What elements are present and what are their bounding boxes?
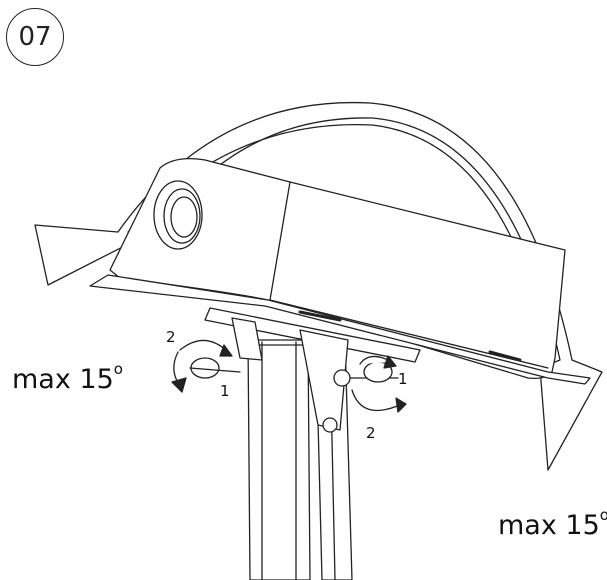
lens-icon [153, 180, 203, 250]
left-knob-rotate-icon [171, 339, 241, 393]
step-number-text: 07 [18, 22, 52, 52]
max-angle-left-text: max 15 [12, 364, 114, 395]
projector-body [89, 157, 591, 385]
max-angle-left: max 15o [12, 360, 123, 395]
right-knob-rotate-icon [333, 355, 407, 413]
left-knob-step-1: 1 [220, 382, 230, 400]
mount-bracket [204, 307, 421, 433]
right-knob-step-1: 1 [398, 370, 408, 388]
max-angle-right: max 15o [498, 506, 607, 541]
right-knob-step-2: 2 [366, 424, 376, 442]
max-angle-right-text: max 15 [498, 510, 600, 541]
left-knob-step-2: 2 [166, 328, 176, 346]
max-angle-left-unit: o [113, 360, 123, 378]
max-angle-right-unit: o [599, 506, 607, 524]
step-number: 07 [6, 8, 64, 66]
